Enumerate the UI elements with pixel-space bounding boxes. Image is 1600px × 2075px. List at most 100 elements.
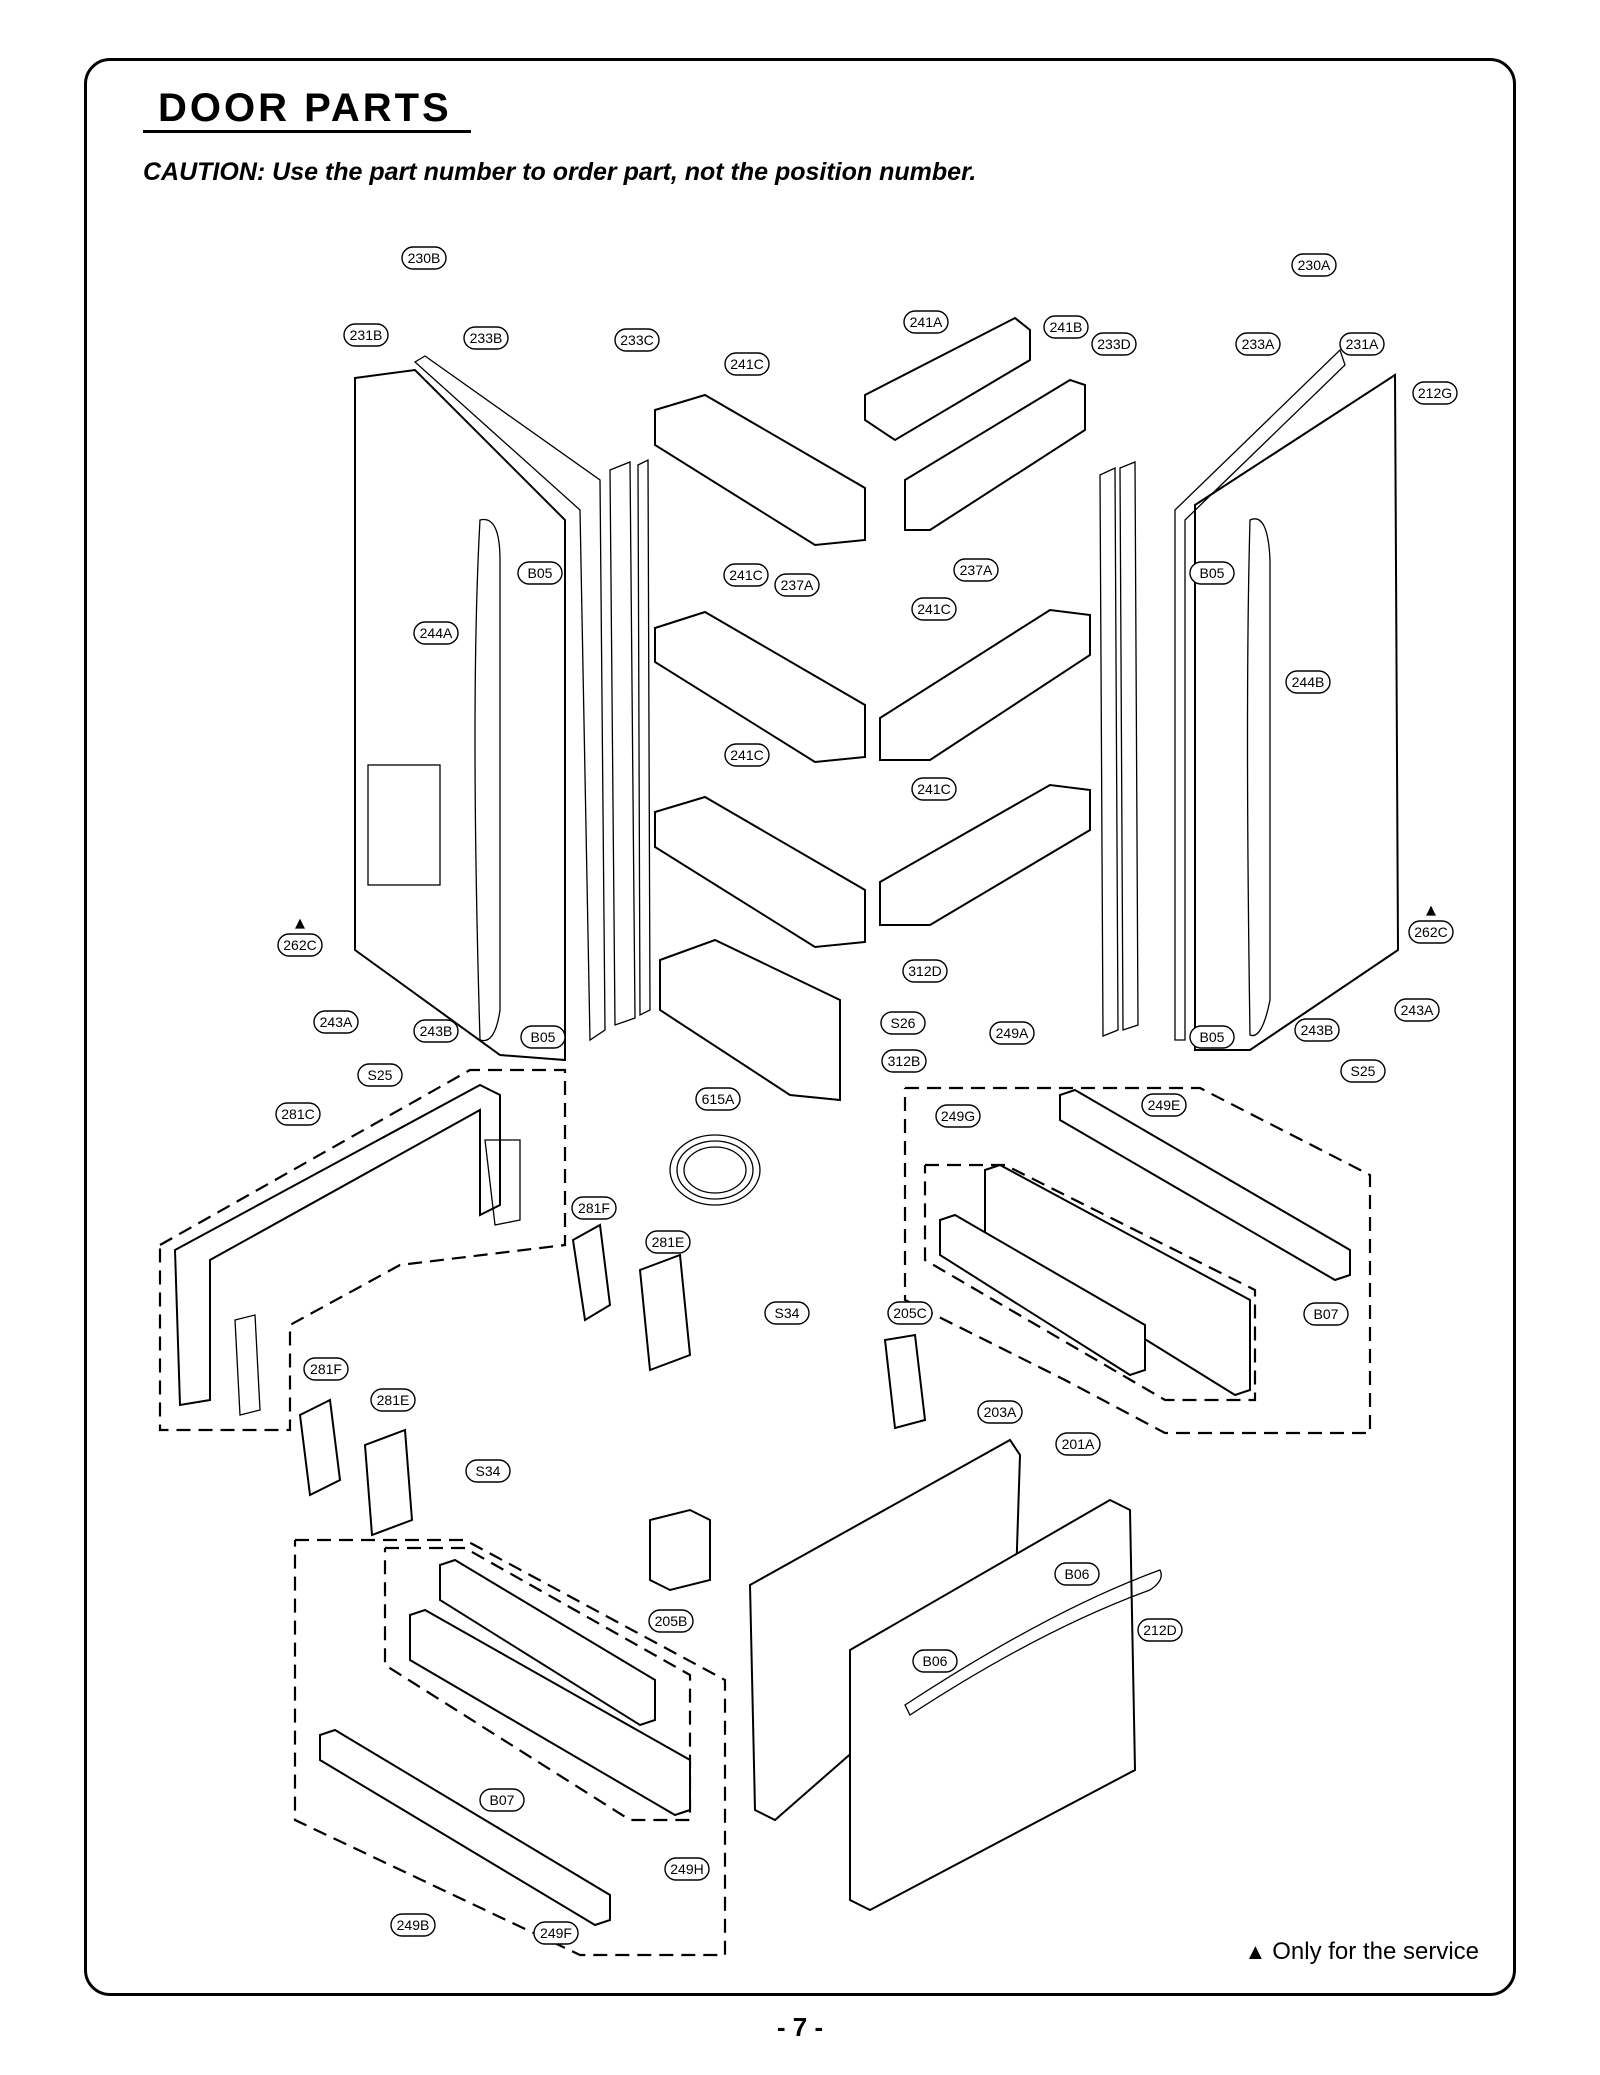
callout-241c: 241C (724, 743, 770, 767)
callout-b05: B05 (517, 561, 563, 585)
callout-bubble (724, 352, 770, 376)
callout-243a: 243A (1394, 998, 1440, 1022)
legend-text: Only for the service (1272, 1938, 1479, 1965)
callout-249h: 249H (664, 1857, 710, 1881)
callout-281f: 281F (303, 1357, 349, 1381)
callout-bubble (911, 777, 957, 801)
callout-bubble (989, 1021, 1035, 1045)
page-frame (84, 58, 1516, 1996)
door-bins (654, 316, 1091, 1102)
rail-subgroup-right (923, 1163, 1257, 1402)
callout-text: S25 (368, 1067, 393, 1083)
callout-bubble (275, 1102, 321, 1126)
callout-249e: 249E (1141, 1093, 1187, 1117)
callout-bubble (614, 328, 660, 352)
callout-bubble (953, 558, 999, 582)
callout-bubble (1408, 920, 1454, 944)
callout-205b: 205B (648, 1609, 694, 1633)
callout-bubble (479, 1788, 525, 1812)
legend: ▲ Only for the service (1244, 1938, 1479, 1966)
bottom-rails (319, 1558, 691, 1927)
callout-text: 312B (888, 1053, 921, 1069)
callout-bubble (1339, 332, 1385, 356)
callout-bubble (1303, 1302, 1349, 1326)
callout-text: 249B (397, 1917, 430, 1933)
callout-text: S34 (476, 1463, 501, 1479)
callout-text: B05 (531, 1029, 556, 1045)
callout-s25: S25 (1340, 1059, 1386, 1083)
callout-text: 249A (996, 1025, 1029, 1041)
callout-text: 243A (1401, 1002, 1434, 1018)
callout-text: B06 (1065, 1566, 1090, 1582)
callout-231a: 231A (1339, 332, 1385, 356)
callout-b06: B06 (912, 1649, 958, 1673)
callout-bubble (1054, 1562, 1100, 1586)
rail-group-left (158, 1068, 567, 1432)
callout-bubble (533, 1921, 579, 1945)
callout-text: 212G (1418, 385, 1452, 401)
callout-text: 233A (1242, 336, 1275, 352)
callout-312b: 312B (881, 1049, 927, 1073)
callout-312d: 312D (902, 959, 948, 983)
callout-bubble (401, 246, 447, 270)
callout-bubble (1291, 253, 1337, 277)
callout-bubble (664, 1857, 710, 1881)
callout-244a: 244A (413, 621, 459, 645)
callout-text: S26 (891, 1015, 916, 1031)
callout-text: 249F (540, 1925, 572, 1941)
callout-text: 249G (941, 1108, 975, 1124)
callout-bubble (571, 1196, 617, 1220)
callout-bubble (774, 573, 820, 597)
callout-text: 201A (1062, 1436, 1095, 1452)
callout-text: 312D (908, 963, 941, 979)
callout-bubble (520, 1025, 566, 1049)
callout-205c: 205C (887, 1301, 933, 1325)
callout-text: 237A (781, 577, 814, 593)
callout-231b: 231B (343, 323, 389, 347)
callout-281e: 281E (645, 1230, 691, 1254)
callout-text: 241C (729, 567, 762, 583)
callout-281e: 281E (370, 1388, 416, 1412)
callout-bubble (313, 1010, 359, 1034)
callout-bubble (357, 1063, 403, 1087)
callout-text: 281E (377, 1392, 410, 1408)
callout-241c: 241C (911, 597, 957, 621)
callout-text: 249H (670, 1861, 703, 1877)
callout-243b: 243B (413, 1019, 459, 1043)
callout-text: 231B (350, 327, 383, 343)
callout-text: B05 (1200, 565, 1225, 581)
callout-text: 233B (470, 330, 503, 346)
callout-233b: 233B (463, 326, 509, 350)
callout-bubble (465, 1459, 511, 1483)
callout-b07: B07 (479, 1788, 525, 1812)
callout-249f: 249F (533, 1921, 579, 1945)
callout-249a: 249A (989, 1021, 1035, 1045)
callout-b05: B05 (1189, 561, 1235, 585)
callout-249b: 249B (390, 1913, 436, 1937)
callout-262c: 262C▲ (1408, 903, 1454, 944)
callout-bubble (1285, 670, 1331, 694)
callout-230b: 230B (401, 246, 447, 270)
callout-b05: B05 (1189, 1025, 1235, 1049)
callout-bubble (903, 310, 949, 334)
callout-text: 281E (652, 1234, 685, 1250)
callout-text: 205C (893, 1305, 926, 1321)
callout-text: 281F (310, 1361, 342, 1377)
small-brackets (298, 1223, 927, 1592)
callout-text: 233D (1097, 336, 1130, 352)
callout-212g: 212G (1412, 381, 1458, 405)
callout-b05: B05 (520, 1025, 566, 1049)
callout-bubble (912, 1649, 958, 1673)
callout-text: 243A (320, 1014, 353, 1030)
callout-241c: 241C (911, 777, 957, 801)
callout-bubble (1189, 1025, 1235, 1049)
callout-212d: 212D (1137, 1618, 1183, 1642)
callout-230a: 230A (1291, 253, 1337, 277)
callout-text: 230B (408, 250, 441, 266)
callout-bubble (413, 621, 459, 645)
callout-s25: S25 (357, 1063, 403, 1087)
callout-text: 241C (917, 781, 950, 797)
callout-bubble (1043, 315, 1089, 339)
callout-bubble (881, 1049, 927, 1073)
